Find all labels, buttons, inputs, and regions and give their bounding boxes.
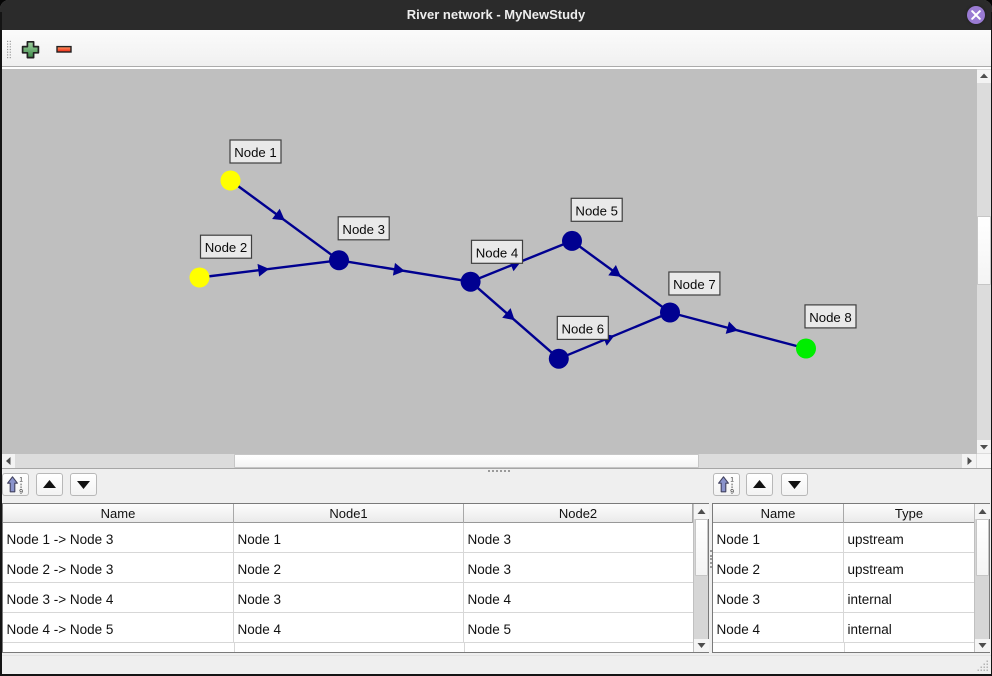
svg-text:9: 9 [730, 488, 734, 495]
svg-text:1: 1 [19, 477, 23, 484]
svg-text:9: 9 [19, 488, 23, 495]
svg-text:Node 8: Node 8 [809, 310, 852, 325]
svg-text:Node 1: Node 1 [234, 145, 277, 160]
svg-text:Node 3: Node 3 [342, 222, 385, 237]
svg-text:Node 5: Node 5 [575, 203, 618, 218]
svg-text:Node 4: Node 4 [476, 245, 519, 260]
svg-text:Node 7: Node 7 [673, 277, 716, 292]
svg-text:Node 6: Node 6 [562, 321, 605, 336]
svg-text:Node 2: Node 2 [205, 240, 248, 255]
svg-text:1: 1 [730, 477, 734, 484]
